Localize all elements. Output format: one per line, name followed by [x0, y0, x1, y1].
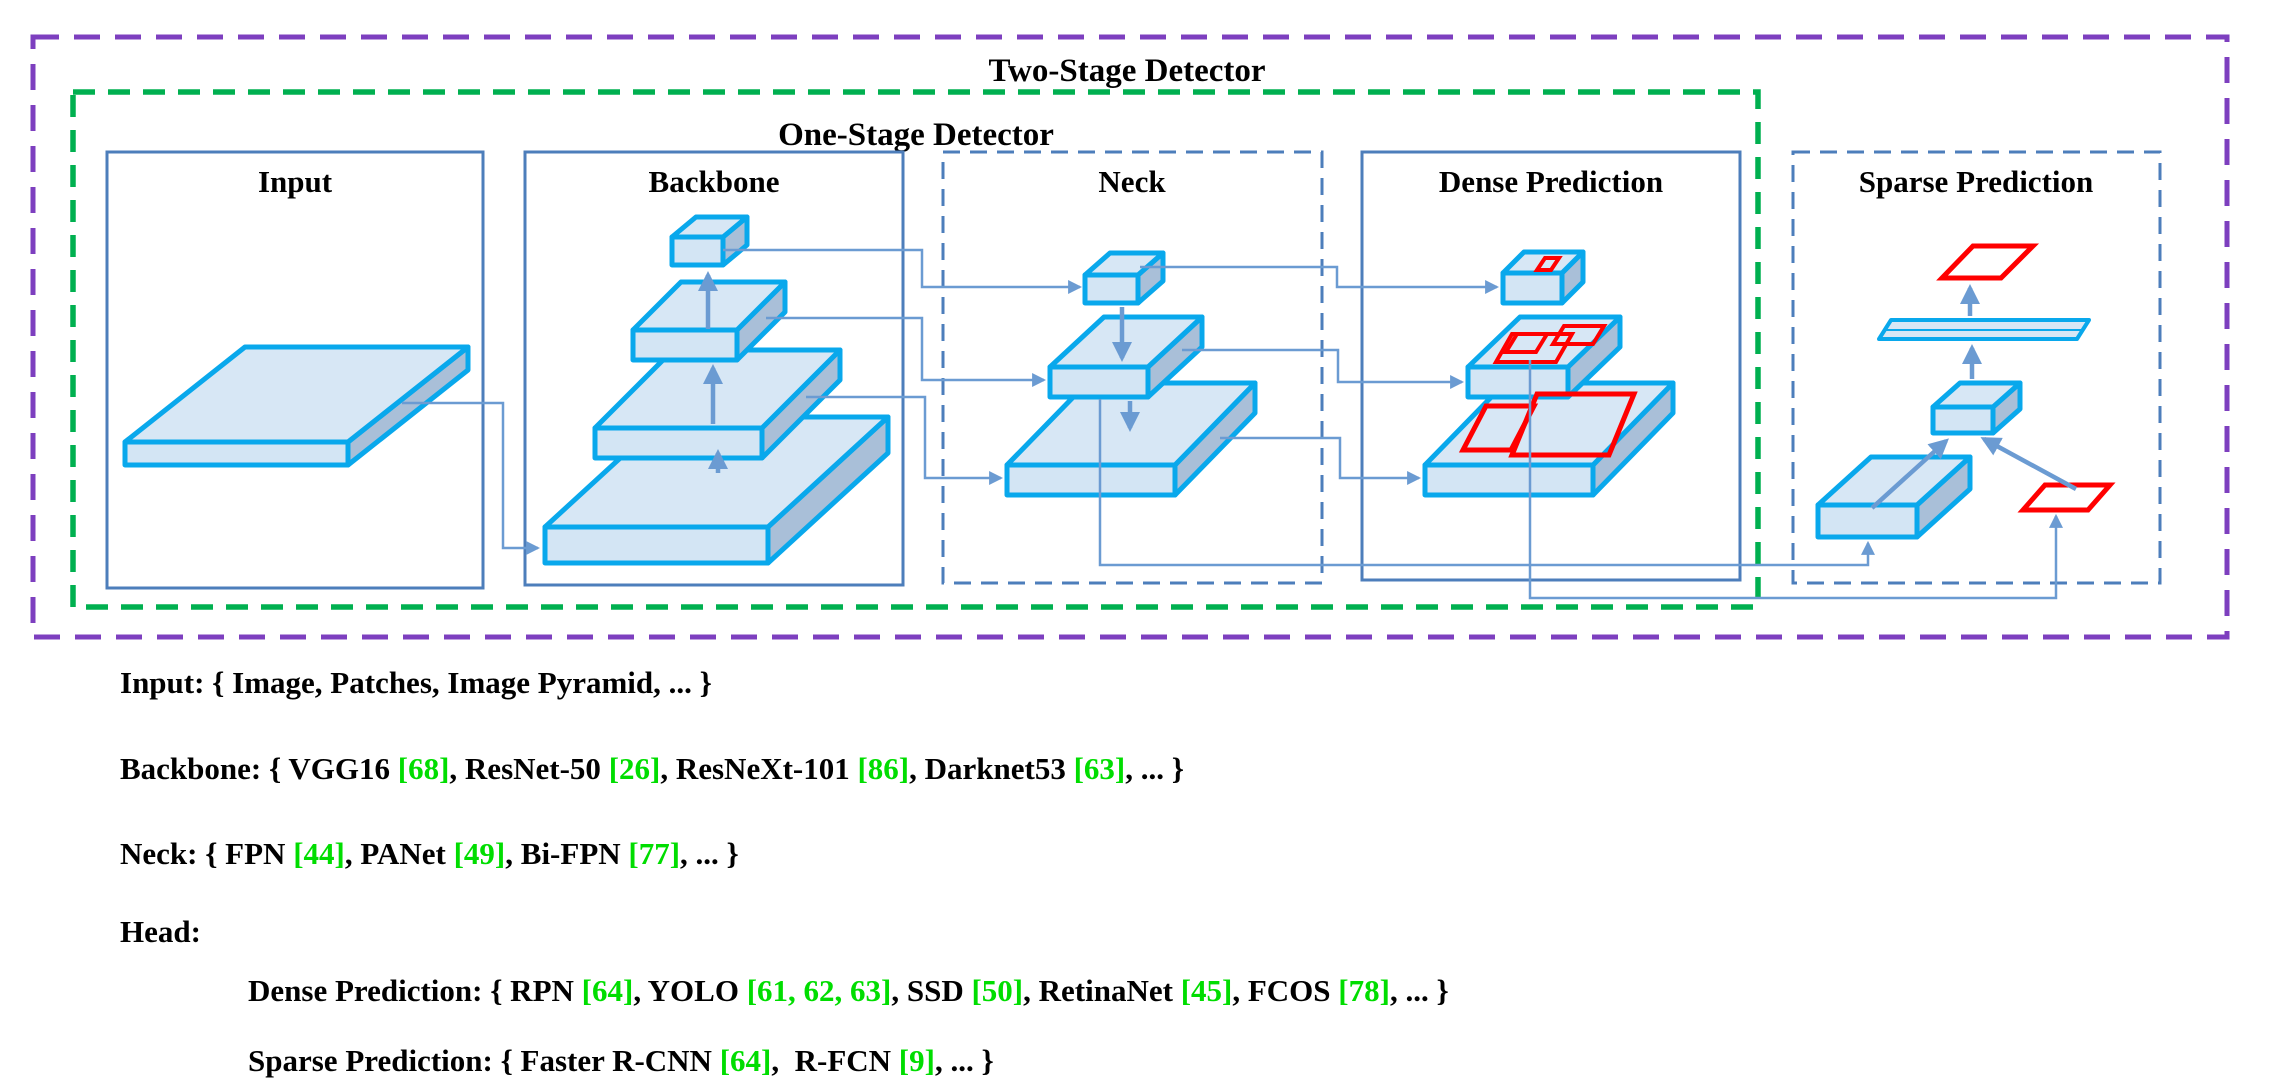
- two-stage-detector-label: Two-Stage Detector: [988, 53, 1265, 89]
- backbone-box: [523, 150, 905, 587]
- caption-sparse-prediction: Sparse Prediction: { Faster R-CNN [64], …: [248, 1043, 994, 1079]
- citation-ref: [26]: [608, 751, 661, 786]
- connector-dense-proposals-to-sparse: [1528, 360, 2063, 600]
- citation-ref: [64]: [581, 973, 634, 1008]
- caption-text: , Bi-FPN: [505, 836, 629, 871]
- connector-backbone4-to-neck3: [723, 248, 1083, 294]
- connector-neck1-to-dense1: [1220, 436, 1422, 485]
- final-prediction-parallelogram-icon: [1936, 243, 2040, 281]
- input-box-label: Input: [258, 164, 333, 199]
- arrow-sparse-proposal-to-cube: [1980, 437, 2078, 491]
- dense-level-3-cube-front-face: [1500, 270, 1565, 306]
- input-image-plate: [122, 344, 471, 468]
- citation-ref: [64]: [719, 1043, 772, 1078]
- caption-text: , PANet: [344, 836, 454, 871]
- citation-ref: [77]: [628, 836, 681, 871]
- sparse-roi-cube-front-face: [1930, 404, 1996, 436]
- neck-box: [941, 150, 1324, 585]
- backbone-level-4-cube: [669, 214, 750, 268]
- citation-ref: [61, 62, 63]: [746, 973, 892, 1008]
- backbone-level-2-slab-front-face: [592, 425, 765, 461]
- caption-dense-prediction: Dense Prediction: { RPN [64], YOLO [61, …: [248, 973, 1449, 1009]
- caption-text: , ... }: [1389, 973, 1449, 1008]
- caption-text: Backbone: { VGG16: [120, 751, 398, 786]
- sparse-roi-cube: [1930, 380, 2023, 436]
- one-stage-detector-boundary: [70, 89, 1761, 610]
- caption-text: Dense Prediction: { RPN: [248, 973, 582, 1008]
- backbone-level-3-slab-front-face: [630, 327, 740, 363]
- dense-level-1-slab: [1422, 380, 1676, 498]
- backbone-level-1-slab-front-face: [542, 524, 771, 566]
- citation-ref: [9]: [898, 1043, 935, 1078]
- proposal-parallelogram-icon: [2017, 482, 2116, 513]
- caption-text: Neck: { FPN: [120, 836, 294, 871]
- neck-level-2-slab: [1047, 314, 1205, 400]
- caption-text: , SSD: [891, 973, 972, 1008]
- anchor-box-large-icon: [1508, 391, 1638, 458]
- neck-level-2-slab-front-face: [1047, 364, 1151, 400]
- caption-text: , ... }: [680, 836, 739, 871]
- connector-neck2-to-dense2: [1182, 348, 1465, 389]
- architecture-diagram-canvas: Two-Stage Detector One-Stage Detector In…: [30, 34, 2230, 640]
- flow-connectors: [402, 248, 2078, 600]
- caption-text: , FCOS: [1232, 973, 1339, 1008]
- anchor-box-small-icon: [1533, 256, 1563, 272]
- neck-box-label: Neck: [1098, 164, 1166, 199]
- caption-text: , RetinaNet: [1023, 973, 1181, 1008]
- caption-text: , ... }: [1125, 751, 1184, 786]
- sparse-prediction-box: [1791, 150, 2162, 585]
- sparse-feature-slab: [1815, 454, 1973, 540]
- backbone-level-2-slab: [592, 347, 843, 461]
- caption-backbone: Backbone: { VGG16 [68], ResNet-50 [26], …: [120, 751, 1184, 787]
- caption-text: Head:: [120, 914, 201, 949]
- dense-prediction-box: [1360, 150, 1742, 582]
- arrow-sparse-slab-to-cube: [1870, 438, 1949, 510]
- citation-ref: [63]: [1073, 751, 1126, 786]
- citation-ref: [78]: [1338, 973, 1390, 1008]
- backbone-box-label: Backbone: [649, 164, 780, 199]
- dense-level-1-slab-front-face: [1422, 462, 1596, 498]
- caption-text: , Darknet53: [909, 751, 1074, 786]
- caption-text: , ResNet-50: [449, 751, 609, 786]
- dense-prediction-box-label: Dense Prediction: [1439, 164, 1663, 199]
- caption-text: Input: { Image, Patches, Image Pyramid, …: [120, 665, 712, 700]
- caption-head: Head:: [120, 914, 201, 950]
- connector-backbone2-to-neck1: [806, 395, 1004, 485]
- caption-text: , R-FCN: [771, 1043, 899, 1078]
- caption-text: Sparse Prediction: { Faster R-CNN: [248, 1043, 720, 1078]
- neck-level-1-slab: [1004, 380, 1258, 498]
- connector-backbone3-to-neck2: [766, 316, 1047, 387]
- citation-ref: [86]: [857, 751, 910, 786]
- one-stage-detector-label: One-Stage Detector: [778, 117, 1054, 153]
- backbone-level-4-cube-front-face: [669, 234, 726, 268]
- citation-ref: [45]: [1180, 973, 1233, 1008]
- connector-input-to-backbone: [402, 401, 541, 555]
- neck-level-3-cube-front-face: [1082, 272, 1141, 306]
- citation-ref: [49]: [453, 836, 506, 871]
- citation-ref: [50]: [971, 973, 1024, 1008]
- sparse-feature-slab-front-face: [1815, 502, 1920, 540]
- neck-level-3-cube: [1082, 250, 1166, 306]
- neck-level-1-slab-front-face: [1004, 462, 1178, 498]
- citation-ref: [44]: [293, 836, 345, 871]
- input-box: [105, 150, 485, 590]
- caption-text: , YOLO: [633, 973, 747, 1008]
- connector-neck3-to-dense3: [1140, 265, 1500, 294]
- citation-ref: [68]: [397, 751, 450, 786]
- sparse-pooling-plate: [1877, 318, 2091, 341]
- input-image-plate-front-face: [122, 439, 351, 468]
- feature-map-slabs: [122, 214, 2023, 566]
- anchor-box-icon: [1492, 332, 1576, 364]
- red-annotations: [1458, 243, 2116, 513]
- sparse-prediction-box-label: Sparse Prediction: [1859, 164, 2094, 199]
- caption-text: , ... }: [934, 1043, 994, 1078]
- caption-text: , ResNeXt-101: [660, 751, 858, 786]
- caption-neck: Neck: { FPN [44], PANet [49], Bi-FPN [77…: [120, 836, 739, 872]
- caption-input: Input: { Image, Patches, Image Pyramid, …: [120, 665, 712, 701]
- connector-neck-to-sparse-features: [1098, 399, 1875, 567]
